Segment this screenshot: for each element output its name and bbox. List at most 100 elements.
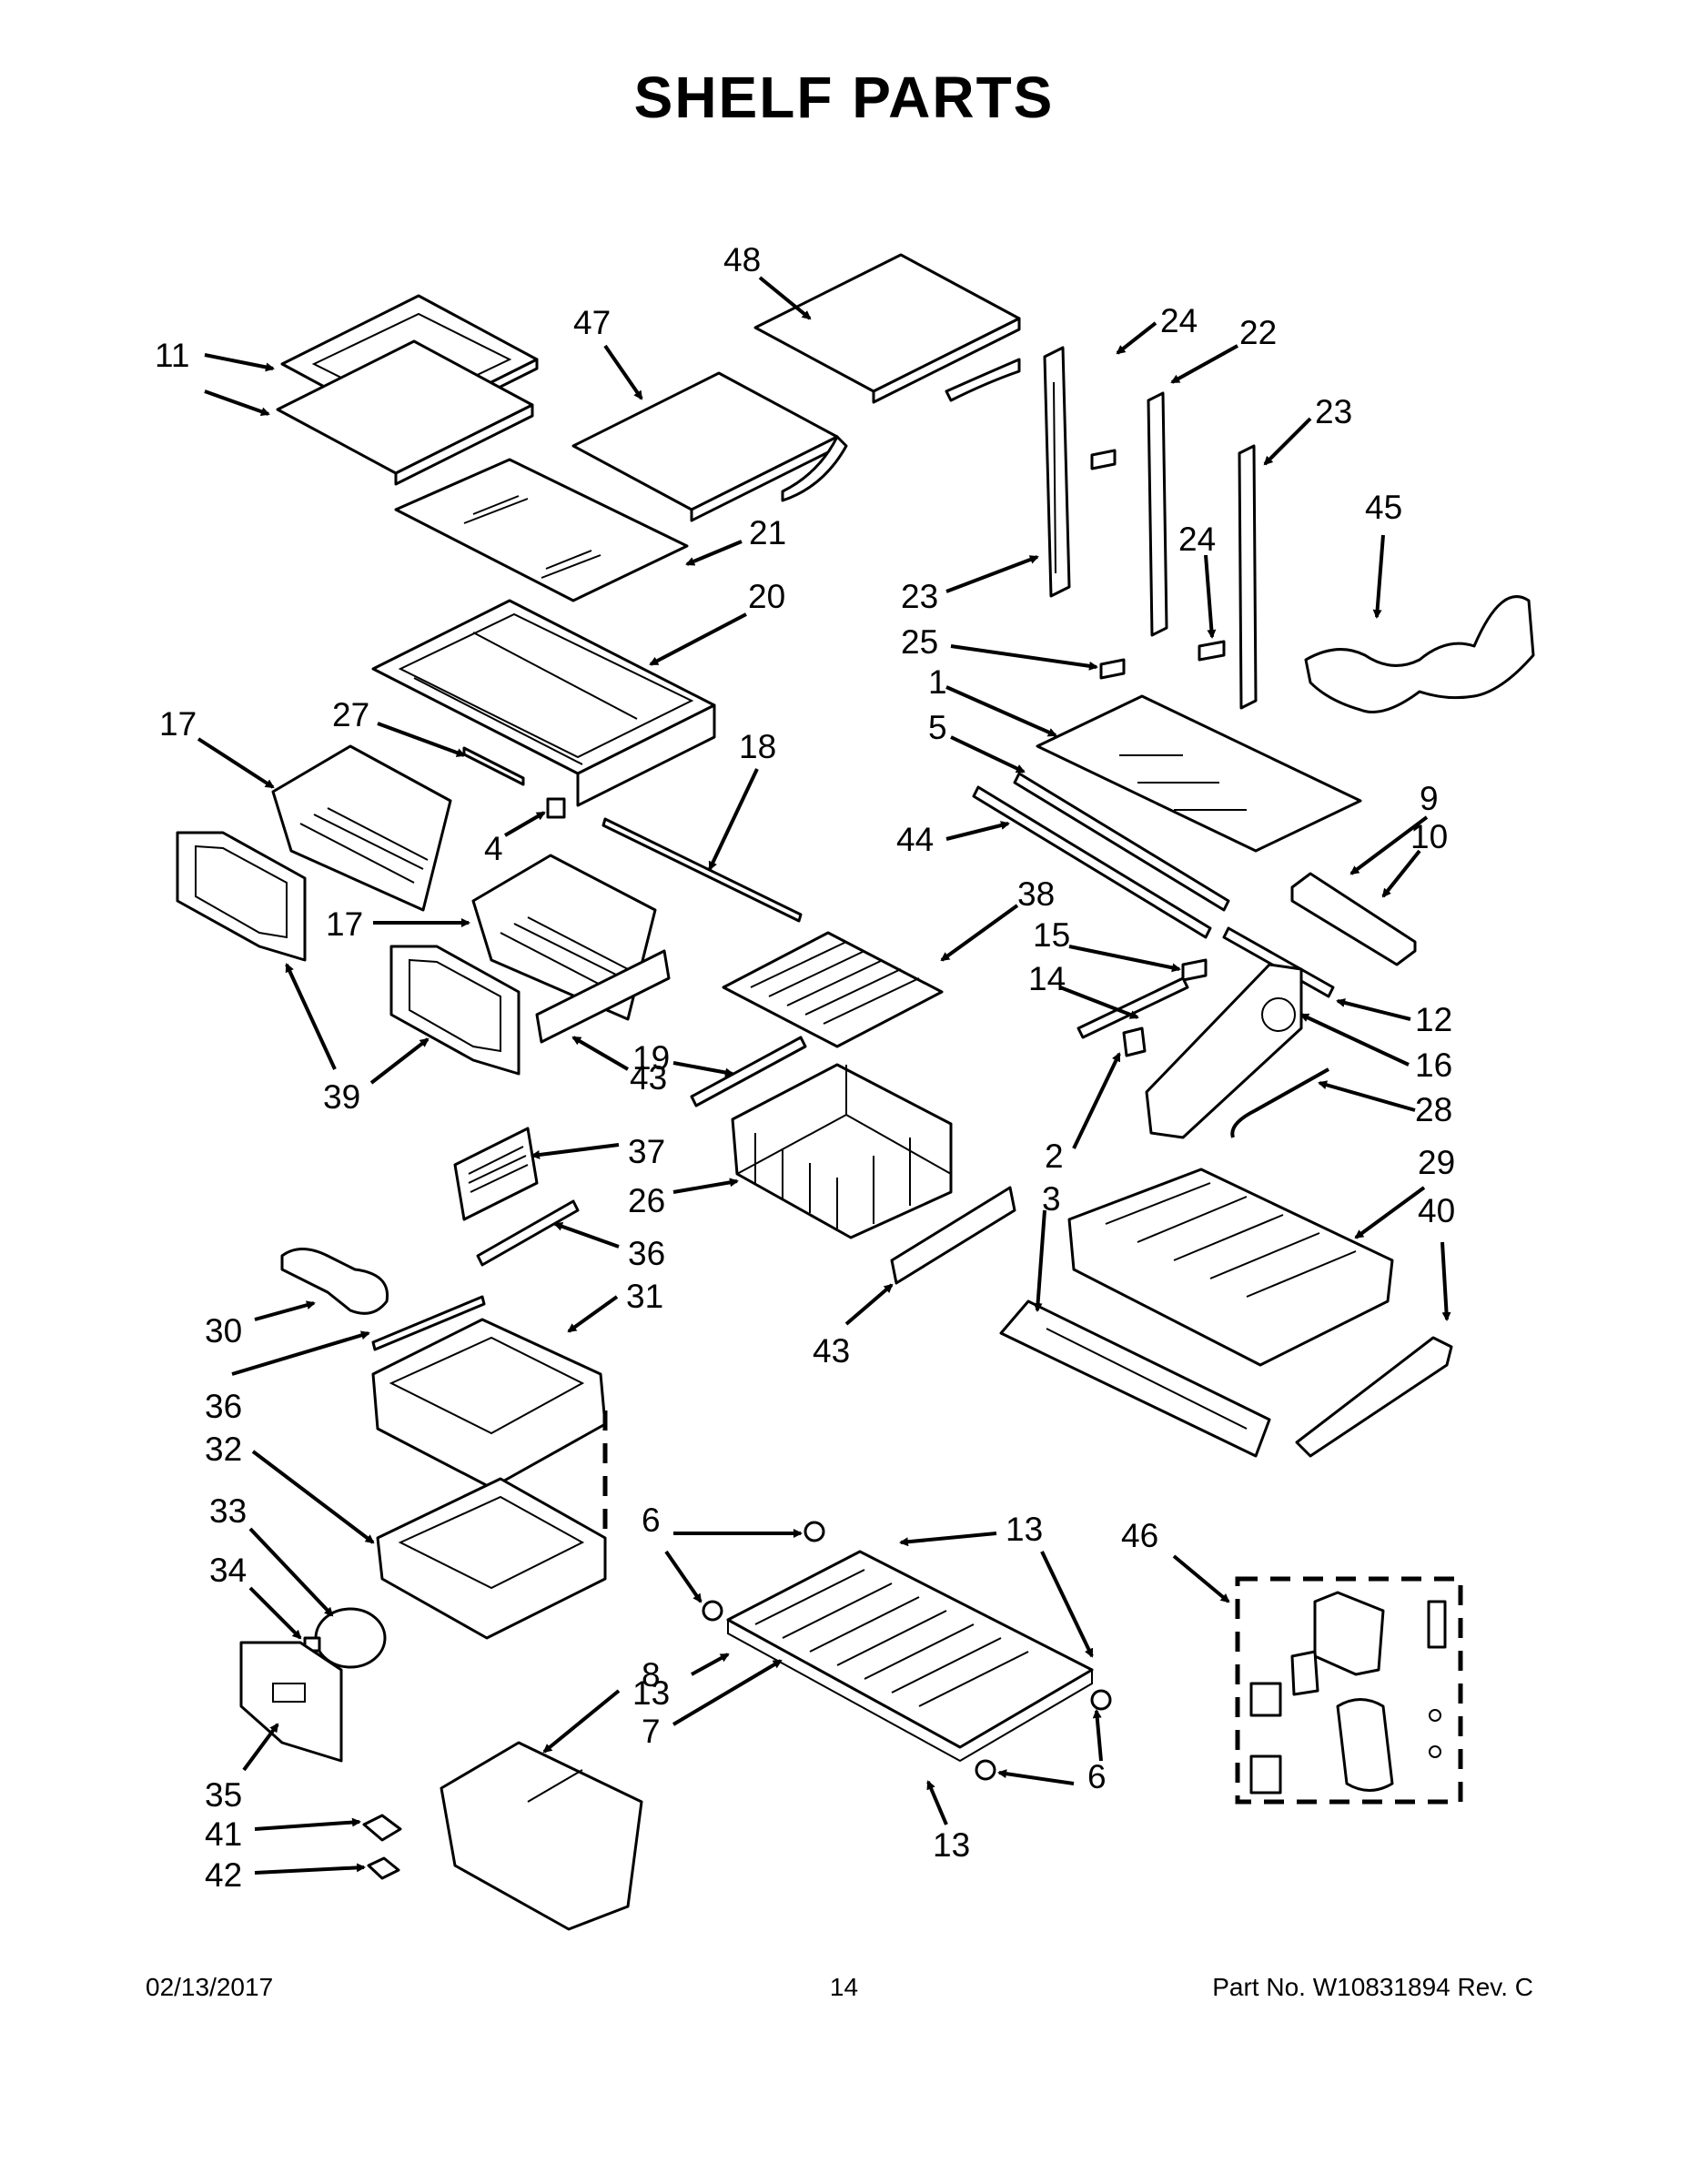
callout-33: 33 <box>209 1492 247 1530</box>
callout-21: 21 <box>749 514 786 551</box>
bar-19 <box>690 1036 807 1107</box>
screw-24-lower <box>1198 640 1226 662</box>
wire-28 <box>1230 1067 1329 1138</box>
footer-part-number: Part No. W10831894 Rev. C <box>1212 1973 1533 2001</box>
callout-7: 7 <box>642 1713 661 1750</box>
wine-rack-45 <box>1304 595 1535 713</box>
bin-32 <box>376 1477 607 1640</box>
callout-32: 32 <box>205 1431 242 1468</box>
callout-37: 37 <box>628 1133 665 1170</box>
rod-18 <box>601 817 803 923</box>
bracket-10 <box>1290 872 1417 966</box>
pan-29 <box>1067 1168 1394 1367</box>
callout-28: 28 <box>1415 1091 1452 1128</box>
shelf-48 <box>753 253 1021 404</box>
crisper-frame-20 <box>371 599 716 807</box>
callout-48: 48 <box>723 241 761 278</box>
callout-4: 4 <box>484 830 503 867</box>
callout-19: 19 <box>632 1039 670 1077</box>
strip-27 <box>462 746 525 786</box>
callout-27: 27 <box>332 696 369 733</box>
trim-40 <box>1295 1336 1453 1458</box>
callout-5: 5 <box>928 709 947 746</box>
clip-4 <box>546 797 566 819</box>
panel-37 <box>453 1127 539 1221</box>
callout-24-upper: 24 <box>1160 302 1198 339</box>
callout-13-upper: 13 <box>1006 1511 1043 1548</box>
drawer-front-39-upper <box>176 831 307 962</box>
callout-18: 18 <box>739 728 776 765</box>
callout-39: 39 <box>323 1078 360 1116</box>
callout-8: 8 <box>642 1656 661 1694</box>
callout-22: 22 <box>1239 314 1277 351</box>
roller-6-a <box>804 1521 825 1542</box>
roller-6-d <box>975 1759 996 1781</box>
callout-46: 46 <box>1121 1517 1158 1554</box>
callout-35: 35 <box>205 1776 242 1814</box>
part-drawings <box>176 253 1535 1931</box>
bracket-43-left <box>535 949 671 1044</box>
strip-44 <box>972 785 1212 939</box>
callout-36-upper: 36 <box>628 1235 665 1272</box>
callout-24-lower: 24 <box>1178 521 1216 558</box>
bin-8 <box>440 1741 643 1931</box>
callout-11: 11 <box>155 337 189 374</box>
shelf-11-lower <box>276 339 534 486</box>
callout-10: 10 <box>1410 818 1448 855</box>
callout-16: 16 <box>1415 1046 1452 1084</box>
callout-2: 2 <box>1045 1138 1064 1175</box>
callout-43-right: 43 <box>813 1332 850 1370</box>
callout-42: 42 <box>205 1856 242 1894</box>
callout-14: 14 <box>1028 960 1066 997</box>
callout-13-left: 13 <box>632 1674 670 1712</box>
callout-41: 41 <box>205 1815 242 1853</box>
callout-26: 26 <box>628 1182 665 1219</box>
roller-6-c <box>1090 1689 1112 1711</box>
crisper-drawer-17-upper <box>271 744 452 912</box>
callout-34: 34 <box>209 1552 247 1589</box>
callout-25: 25 <box>901 623 938 661</box>
wire-basket-26 <box>731 1063 953 1239</box>
callout-3: 3 <box>1042 1180 1061 1218</box>
callout-6-upper: 6 <box>642 1502 661 1539</box>
page-title: SHELF PARTS <box>633 65 1055 130</box>
part-41 <box>362 1814 402 1842</box>
clip-2 <box>1122 1026 1147 1057</box>
kit-46 <box>1235 1576 1463 1805</box>
callout-labels: 11 47 48 21 20 27 4 17 17 18 39 43 19 38… <box>155 241 1455 1894</box>
rail-22 <box>1147 391 1168 637</box>
bar-14 <box>1076 976 1189 1039</box>
callout-38: 38 <box>1017 875 1055 913</box>
callout-44: 44 <box>896 821 934 858</box>
roller-6-b <box>702 1600 723 1622</box>
callout-20: 20 <box>748 578 785 615</box>
callout-40: 40 <box>1418 1192 1455 1229</box>
cover-35 <box>239 1641 343 1763</box>
bracket-43-right <box>890 1186 1016 1285</box>
callout-15: 15 <box>1033 916 1070 954</box>
callout-30: 30 <box>205 1312 242 1350</box>
footer-date: 02/13/2017 <box>146 1973 274 2001</box>
screw-24-upper <box>1090 449 1117 470</box>
footer-page-number: 14 <box>829 1973 859 2001</box>
callout-13-lower: 13 <box>933 1826 970 1864</box>
strip-5 <box>1013 772 1230 912</box>
scoop-30 <box>280 1248 389 1315</box>
callout-43-left: 43 <box>630 1059 667 1097</box>
grille-38 <box>722 931 944 1048</box>
part-42 <box>367 1856 400 1880</box>
front-3 <box>999 1299 1271 1458</box>
callout-45: 45 <box>1365 489 1402 526</box>
callout-47: 47 <box>573 304 611 341</box>
ice-bin-31 <box>371 1318 607 1490</box>
leader-lines <box>197 276 1451 1875</box>
screw-25 <box>1099 658 1126 680</box>
glass-shelf-1 <box>1036 694 1362 853</box>
callout-36-lower: 36 <box>205 1388 242 1425</box>
callout-12: 12 <box>1415 1001 1452 1038</box>
callout-31: 31 <box>626 1278 663 1315</box>
rail-23-right <box>1238 444 1258 710</box>
callout-6-lower: 6 <box>1087 1758 1107 1795</box>
rail-36-upper <box>476 1199 580 1267</box>
glass-21 <box>394 458 689 602</box>
